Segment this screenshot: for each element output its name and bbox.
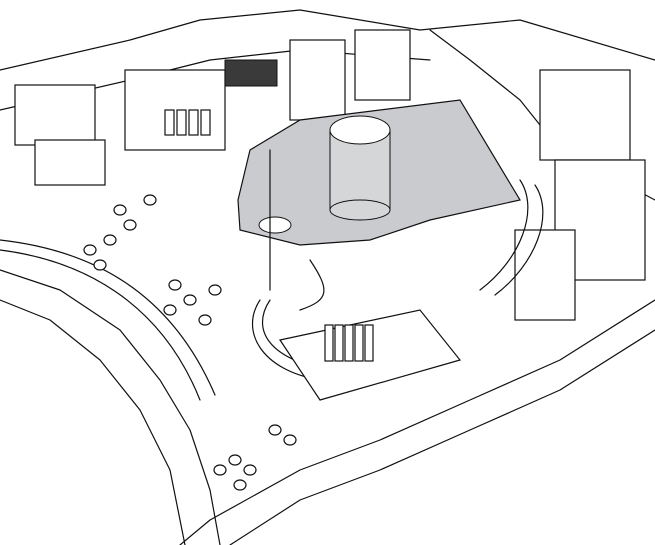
chair: [93, 259, 107, 271]
staircase: [479, 179, 544, 296]
chair: [113, 204, 127, 216]
chair: [208, 284, 222, 296]
chair: [283, 434, 297, 446]
chair: [83, 244, 97, 256]
fermenter: [324, 324, 334, 362]
fermenter: [354, 324, 364, 362]
back-rooms: [14, 29, 646, 321]
chair: [163, 304, 177, 316]
fermenter: [364, 324, 374, 362]
chair: [123, 219, 137, 231]
fermenter: [334, 324, 344, 362]
chair: [213, 464, 227, 476]
fermenter: [344, 324, 354, 362]
fermenter: [200, 109, 211, 136]
chair: [228, 454, 242, 466]
chalkboard-sign: [224, 59, 278, 87]
fermenter: [164, 109, 175, 136]
chair: [168, 279, 182, 291]
fermenter: [176, 109, 187, 136]
chair: [183, 294, 197, 306]
chair: [143, 194, 157, 206]
brew-tank: [258, 115, 391, 234]
fermenter: [188, 109, 199, 136]
chair: [268, 424, 282, 436]
fermenter-vessels: [164, 109, 374, 362]
chair: [233, 479, 247, 491]
chair: [198, 314, 212, 326]
chair: [243, 464, 257, 476]
seating-area: [83, 194, 297, 491]
chair: [103, 234, 117, 246]
curved-facade: [0, 239, 216, 401]
